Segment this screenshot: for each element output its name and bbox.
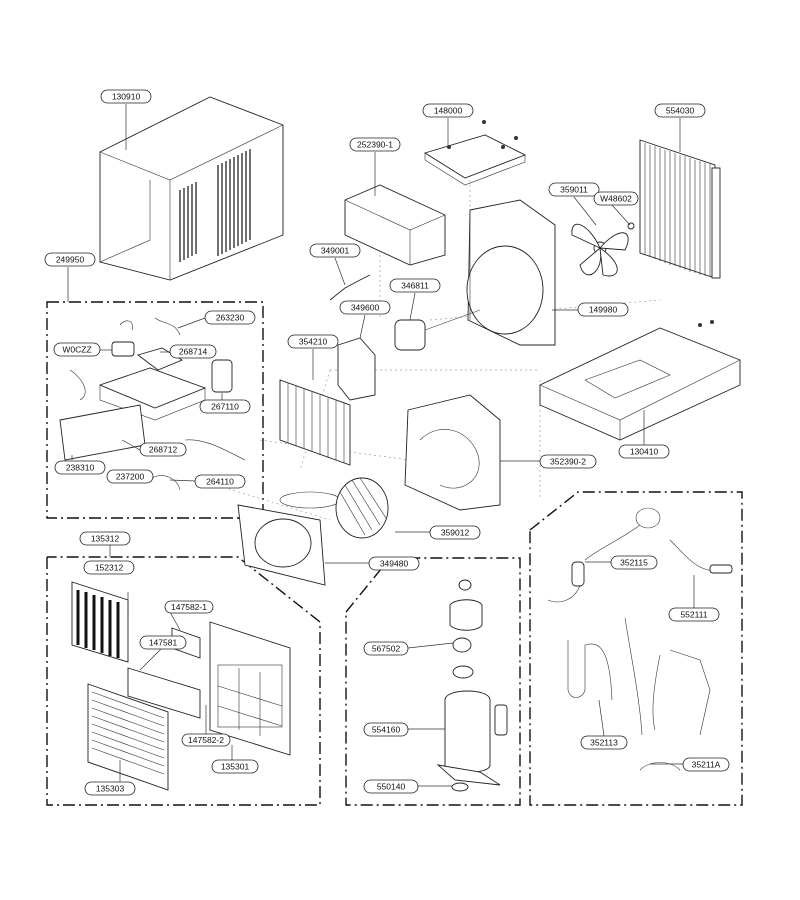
part-label-268712: 268712	[139, 442, 187, 457]
part-label-264110: 264110	[194, 474, 246, 489]
tubing-group-box	[529, 491, 743, 806]
part-label-W0CZZ: W0CZZ	[53, 342, 101, 357]
part-label-130910: 130910	[100, 89, 152, 104]
svg-text:237200: 237200	[116, 472, 145, 482]
svg-text:147582-1: 147582-1	[171, 602, 207, 612]
part-label-352113: 352113	[580, 735, 628, 750]
svg-text:354210: 354210	[299, 337, 328, 347]
part-label-238310: 238310	[54, 460, 106, 475]
part-label-554030: 554030	[654, 103, 706, 118]
part-label-237200: 237200	[106, 469, 154, 484]
svg-text:238310: 238310	[66, 463, 95, 473]
part-label-147582-1: 147582-1	[164, 600, 214, 614]
svg-text:552111: 552111	[680, 610, 707, 620]
part-label-267110: 267110	[199, 399, 251, 414]
svg-text:359012: 359012	[441, 528, 470, 538]
bracket-illustration	[423, 120, 527, 186]
svg-text:35211A: 35211A	[692, 760, 721, 770]
compressor-group-box	[345, 557, 521, 806]
svg-text:349480: 349480	[380, 559, 409, 569]
motor-illustration	[329, 274, 481, 401]
part-label-359011: 359011	[548, 182, 600, 197]
svg-text:152312: 152312	[95, 563, 124, 573]
part-label-135301: 135301	[211, 759, 259, 774]
compressor-illustration	[436, 579, 508, 792]
svg-text:349600: 349600	[351, 303, 380, 313]
part-labels: 130910 148000 554030 252390-1 359011 W48…	[44, 89, 730, 796]
part-label-554160: 554160	[363, 722, 409, 737]
tubing-illustration	[547, 507, 733, 771]
part-label-252390-1: 252390-1	[349, 137, 401, 152]
svg-text:352390-2: 352390-2	[550, 457, 586, 467]
svg-text:349001: 349001	[321, 246, 350, 256]
part-label-135312: 135312	[79, 531, 131, 546]
svg-text:135312: 135312	[91, 534, 120, 544]
part-label-263230: 263230	[204, 310, 256, 325]
svg-text:264110: 264110	[206, 477, 234, 487]
blower-illustration	[237, 477, 389, 586]
part-label-550140: 550140	[363, 779, 419, 794]
part-label-359012: 359012	[429, 525, 481, 540]
evaporator-illustration	[279, 379, 351, 466]
part-label-268714: 268714	[169, 344, 217, 359]
svg-text:554030: 554030	[666, 106, 695, 116]
part-label-35211A: 35211A	[682, 757, 730, 772]
part-label-349600: 349600	[339, 300, 391, 315]
svg-text:263230: 263230	[216, 313, 245, 323]
svg-text:130410: 130410	[630, 447, 659, 457]
part-label-349480: 349480	[368, 556, 420, 571]
part-label-354210: 354210	[287, 334, 339, 349]
grille-group-box	[46, 556, 321, 806]
svg-text:268714: 268714	[179, 347, 208, 357]
svg-text:352113: 352113	[590, 738, 618, 748]
svg-text:148000: 148000	[434, 106, 463, 116]
svg-text:249950: 249950	[56, 255, 85, 265]
svg-text:135303: 135303	[96, 784, 125, 794]
condenser-fan-illustration	[571, 222, 635, 277]
svg-text:135301: 135301	[221, 762, 250, 772]
base-pan-illustration	[539, 320, 741, 441]
control-parts-illustration	[59, 317, 246, 491]
scroll-housing-illustration	[404, 394, 501, 511]
svg-text:W0CZZ: W0CZZ	[62, 345, 91, 355]
air-guide-illustration	[344, 184, 446, 266]
part-label-349001: 349001	[309, 243, 361, 258]
part-label-352390-2: 352390-2	[539, 454, 597, 469]
part-label-552111: 552111	[668, 607, 720, 622]
svg-text:252390-1: 252390-1	[357, 140, 393, 150]
part-label-W48602: W48602	[593, 191, 639, 206]
svg-text:130910: 130910	[112, 92, 141, 102]
svg-text:W48602: W48602	[600, 194, 632, 204]
svg-text:550140: 550140	[377, 782, 406, 792]
svg-text:554160: 554160	[372, 725, 401, 735]
part-label-352115: 352115	[610, 555, 658, 570]
cabinet-illustration	[99, 96, 284, 281]
part-label-148000: 148000	[422, 103, 474, 118]
svg-text:352115: 352115	[620, 558, 648, 568]
shroud-illustration	[466, 199, 556, 346]
svg-text:359011: 359011	[560, 185, 588, 195]
part-label-147582-2: 147582-2	[181, 733, 231, 747]
part-label-135303: 135303	[84, 781, 136, 796]
leader-lines	[67, 104, 695, 787]
svg-text:346811: 346811	[401, 281, 429, 291]
svg-text:149980: 149980	[589, 305, 618, 315]
svg-text:567502: 567502	[372, 644, 401, 654]
part-label-249950: 249950	[44, 252, 96, 267]
svg-text:267110: 267110	[211, 402, 239, 412]
part-label-152312: 152312	[83, 560, 135, 575]
svg-text:147581: 147581	[149, 638, 178, 648]
group-boxes	[46, 301, 743, 806]
control-group-box	[46, 301, 264, 519]
part-label-149980: 149980	[577, 302, 629, 317]
part-label-147581: 147581	[139, 635, 187, 650]
condenser-coil-illustration	[639, 139, 721, 279]
part-label-346811: 346811	[389, 278, 441, 293]
part-label-130410: 130410	[618, 444, 670, 459]
grille-parts-illustration	[71, 581, 291, 791]
svg-text:268712: 268712	[149, 445, 178, 455]
part-label-567502: 567502	[363, 641, 409, 656]
svg-text:147582-2: 147582-2	[188, 735, 224, 745]
